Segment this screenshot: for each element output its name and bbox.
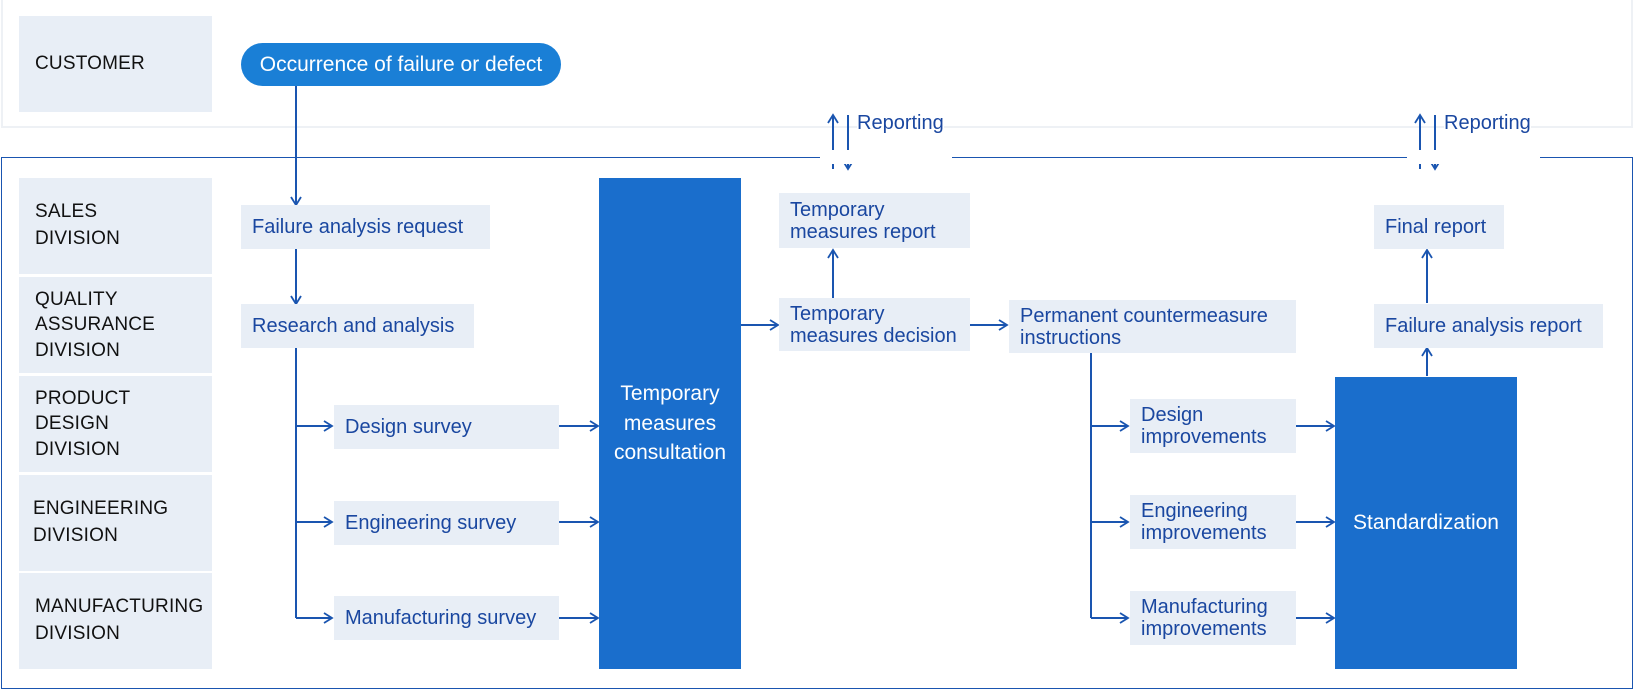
node-text: Temporary	[790, 198, 885, 221]
node-text: Design	[1141, 404, 1204, 426]
node-label: Permanent countermeasure instructions	[1020, 305, 1268, 349]
research-analysis-node: Research and analysis	[241, 304, 474, 348]
node-text: measures decision	[790, 324, 957, 347]
permanent-countermeasure-node: Permanent countermeasure instructions	[1009, 300, 1296, 353]
lane-text: DIVISION	[35, 438, 121, 460]
node-label: Manufacturing survey	[345, 607, 537, 629]
lane-engineering-label: ENGINEERING DIVISION	[33, 496, 168, 549]
customer-area-frame	[1, 0, 1633, 128]
node-text: Manufacturing	[1141, 596, 1268, 618]
node-label: Research and analysis	[252, 315, 455, 337]
node-text: improvements	[1141, 426, 1267, 448]
manufacturing-improvements-node: Manufacturing improvements	[1130, 591, 1296, 645]
design-improvements-node: Design improvements	[1130, 399, 1296, 453]
lane-manufacturing-label: MANUFACTURING DIVISION	[35, 594, 203, 647]
node-text: improvements	[1141, 522, 1267, 544]
temporary-measures-decision-node: Temporary measures decision	[779, 298, 970, 351]
lane-customer-label: CUSTOMER	[35, 52, 145, 74]
failure-analysis-report-node: Failure analysis report	[1374, 304, 1603, 348]
node-text: consultation	[613, 441, 727, 465]
manufacturing-survey-node: Manufacturing survey	[334, 596, 559, 640]
occurrence-node: Occurrence of failure or defect	[241, 43, 561, 86]
company-area-frame	[1, 157, 1633, 689]
node-label: Engineering improvements	[1141, 500, 1267, 544]
node-text: Permanent countermeasure	[1020, 304, 1268, 327]
lane-sales: SALES DIVISION	[19, 178, 212, 274]
lane-quality-label: QUALITY ASSURANCE DIVISION	[35, 287, 155, 364]
node-label: Manufacturing improvements	[1141, 596, 1268, 640]
lane-text: SALES	[35, 201, 98, 223]
node-text: instructions	[1020, 326, 1122, 349]
node-text: Temporary	[790, 302, 885, 325]
node-text: measures	[623, 411, 717, 435]
occurrence-label: Occurrence of failure or defect	[259, 52, 543, 76]
temporary-measures-report-node: Temporary measures report	[779, 193, 970, 248]
lane-engineering: ENGINEERING DIVISION	[19, 475, 212, 571]
node-label: Standardization	[1353, 511, 1499, 535]
frame-gap	[820, 150, 952, 164]
lane-text: ENGINEERING	[33, 498, 169, 520]
lane-customer: CUSTOMER	[19, 16, 212, 112]
lane-text: DIVISION	[35, 228, 121, 249]
final-report-node: Final report	[1374, 205, 1504, 249]
design-survey-node: Design survey	[334, 405, 559, 449]
frame-gap	[1407, 150, 1540, 164]
engineering-survey-node: Engineering survey	[334, 501, 559, 545]
node-text: Engineering	[1141, 500, 1248, 522]
engineering-improvements-node: Engineering improvements	[1130, 495, 1296, 549]
node-label: Design survey	[345, 416, 472, 438]
node-label: Design improvements	[1141, 404, 1267, 448]
failure-analysis-request-node: Failure analysis request	[241, 205, 490, 249]
node-label: Temporary measures report	[790, 199, 936, 243]
lane-text: DIVISION	[35, 623, 121, 644]
standardization-node: Standardization	[1335, 377, 1517, 669]
lane-text: QUALITY	[35, 288, 118, 310]
lane-text: DIVISION	[35, 339, 121, 361]
reporting-label: Reporting	[857, 112, 944, 135]
lane-text: MANUFACTURING	[35, 596, 204, 618]
node-label: Temporary measures consultation	[599, 379, 741, 467]
lane-quality: QUALITY ASSURANCE DIVISION	[19, 277, 212, 373]
temporary-measures-consultation-node: Temporary measures consultation	[599, 178, 741, 669]
node-text: Temporary	[620, 382, 720, 406]
lane-product-design-label: PRODUCT DESIGN DIVISION	[35, 386, 130, 463]
reporting-label: Reporting	[1444, 112, 1531, 135]
lane-sales-label: SALES DIVISION	[35, 199, 120, 252]
node-text: improvements	[1141, 618, 1267, 640]
lane-text: DIVISION	[33, 525, 119, 546]
lane-manufacturing: MANUFACTURING DIVISION	[19, 573, 212, 669]
node-label: Final report	[1385, 216, 1487, 238]
lane-text: PRODUCT	[35, 387, 131, 409]
lane-product-design: PRODUCT DESIGN DIVISION	[19, 376, 212, 472]
node-label: Temporary measures decision	[790, 303, 957, 347]
lane-text: ASSURANCE	[35, 314, 156, 336]
node-label: Failure analysis report	[1385, 315, 1582, 337]
lane-text: DESIGN	[35, 413, 110, 435]
node-label: Engineering survey	[345, 512, 517, 534]
node-text: measures report	[790, 220, 936, 243]
node-label: Failure analysis request	[252, 216, 464, 238]
